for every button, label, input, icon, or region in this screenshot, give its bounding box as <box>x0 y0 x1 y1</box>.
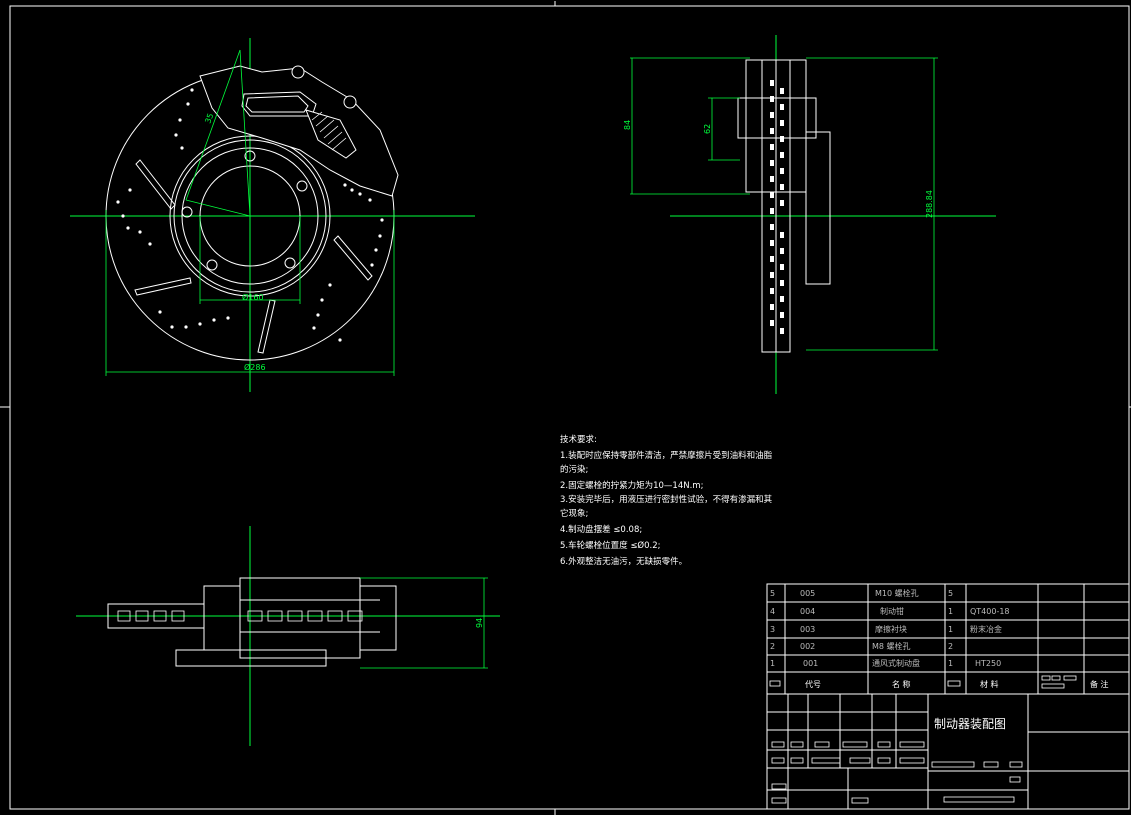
side-section-hatch <box>770 80 784 334</box>
wheel-bolt-holes <box>181 150 308 271</box>
tech-req-line: 它现象; <box>560 508 588 519</box>
bom-no: 1 <box>770 659 775 668</box>
bom-name: M8 螺栓孔 <box>872 641 911 651</box>
drawing-title: 制动器装配图 <box>934 717 1006 731</box>
tech-req-line: 1.装配时应保持零部件清洁，严禁摩擦片受到油料和油脂 <box>560 450 773 461</box>
bom-material: HT250 <box>975 659 1001 668</box>
bom-qty: 1 <box>948 625 953 634</box>
bom-header-remarks: 备 注 <box>1090 679 1109 689</box>
bom-name: M10 螺栓孔 <box>875 588 919 598</box>
dim-side-62: 62 <box>703 124 712 134</box>
disc-perforations <box>116 88 384 342</box>
bom-table: 5 005 M10 螺栓孔 5 4 004 制动钳 1 QT400-18 3 0… <box>766 583 1130 695</box>
tech-req-line: 6.外观整洁无油污，无缺损零件。 <box>560 556 687 567</box>
side-view: 84 62 288.84 <box>623 35 996 394</box>
bom-qty: 1 <box>948 659 953 668</box>
tech-req-line: 2.固定螺栓的拧紧力矩为10—14N.m; <box>560 480 703 491</box>
dim-side-288: 288.84 <box>925 190 934 218</box>
bom-qty: 5 <box>948 589 953 598</box>
top-view-outline <box>107 577 397 667</box>
technical-requirements: 技术要求: 1.装配时应保持零部件清洁，严禁摩擦片受到油料和油脂 的污染; 2.… <box>560 434 773 567</box>
brake-caliper <box>199 65 399 197</box>
bom-no: 2 <box>770 642 775 651</box>
dim-radius: 35 <box>203 112 215 125</box>
bom-code: 002 <box>800 642 815 651</box>
bom-grid <box>766 583 1130 695</box>
title-block: 制动器装配图 <box>766 693 1130 810</box>
tech-req-line: 4.制动盘摆差 ≤0.08; <box>560 524 642 535</box>
top-view-dimension-lines <box>360 577 488 669</box>
bom-name: 摩擦衬块 <box>875 624 907 634</box>
tech-req-line: 3.安装完毕后，用液压进行密封性试验，不得有渗漏和其 <box>560 494 773 505</box>
dim-top-94: 94 <box>475 618 484 628</box>
side-view-dimension-lines <box>630 57 938 351</box>
tech-req-heading: 技术要求: <box>560 434 597 445</box>
bom-material: QT400-18 <box>970 607 1010 616</box>
tech-req-line: 的污染; <box>560 464 588 475</box>
bom-qty: 2 <box>948 642 953 651</box>
bom-name: 通风式制动盘 <box>872 658 920 668</box>
bom-header-material: 材 料 <box>980 679 999 689</box>
top-view: 94 <box>76 526 500 746</box>
bom-code: 001 <box>803 659 818 668</box>
front-view: Ø286 Ø160 35 <box>70 38 475 392</box>
bom-code: 004 <box>800 607 815 616</box>
dim-hub-diameter: Ø160 <box>242 292 264 302</box>
side-view-centerlines <box>670 35 996 394</box>
side-disc-section <box>737 59 831 353</box>
bom-code: 003 <box>800 625 815 634</box>
bom-no: 4 <box>770 607 775 616</box>
bom-header-marks <box>769 675 1077 689</box>
drawing-border <box>9 5 1130 810</box>
title-block-grid <box>766 693 1130 810</box>
bom-header-name: 名 称 <box>892 679 911 689</box>
bom-code: 005 <box>800 589 815 598</box>
dim-disc-diameter: Ø286 <box>244 362 266 372</box>
caliper-piston-hatch <box>311 111 347 151</box>
top-view-slots <box>117 610 363 622</box>
bom-no: 3 <box>770 625 775 634</box>
bom-name: 制动钳 <box>880 606 904 616</box>
title-block-placeholder-marks <box>771 741 1023 804</box>
tech-req-line: 5.车轮螺栓位置度 ≤Ø0.2; <box>560 540 661 551</box>
bom-qty: 1 <box>948 607 953 616</box>
bom-no: 5 <box>770 589 775 598</box>
front-view-dimension-lines <box>105 49 395 376</box>
bom-header-code: 代号 <box>805 679 821 689</box>
dim-side-84: 84 <box>623 120 632 130</box>
disc-slots <box>134 159 373 354</box>
top-view-centerlines <box>76 526 500 746</box>
bom-material: 粉末冶金 <box>970 624 1002 634</box>
